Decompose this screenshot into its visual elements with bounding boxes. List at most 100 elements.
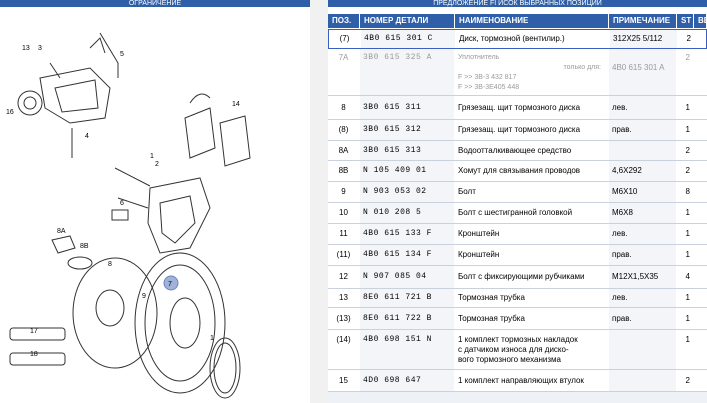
cell-pos: 8B bbox=[328, 161, 360, 181]
callout-1: 1 bbox=[150, 153, 154, 160]
cell-part-number: 4B0 615 134 F bbox=[360, 245, 455, 265]
brake-exploded-diagram: 13 3 5 16 4 14 2 1 6 8A 8B 8 9 17 18 1 7 bbox=[6, 32, 251, 399]
cell-part-number: 3B0 615 311 bbox=[360, 96, 455, 119]
right-panel-header: ПРЕДЛОЖЕНИЕ FI ИСОК ВЫБРАННЫХ ПОЗИЦИЙ bbox=[328, 0, 707, 7]
cell-part-number: 3B0 615 313 bbox=[360, 141, 455, 160]
table-footer bbox=[328, 392, 707, 403]
cell-st: 1 bbox=[677, 308, 694, 329]
cell-st: 1 bbox=[677, 245, 694, 265]
cell-note bbox=[609, 141, 677, 160]
selected-callout-marker[interactable] bbox=[163, 275, 179, 291]
cell-part-number: 4D0 698 647 bbox=[360, 370, 455, 391]
table-row[interactable]: 9 N 903 053 02 Болт M6X10 8 bbox=[328, 182, 707, 203]
table-row[interactable]: (8) 3B0 615 312 Грязезащ. щит тормозного… bbox=[328, 120, 707, 141]
col-header-part-number[interactable]: НОМЕР ДЕТАЛИ bbox=[360, 14, 455, 28]
cell-vb bbox=[694, 120, 707, 140]
table-row[interactable]: 10 N 010 208 5 Болт с шестигранной голов… bbox=[328, 203, 707, 224]
cell-st: 4 bbox=[677, 266, 694, 288]
cell-st: 2 bbox=[677, 141, 694, 160]
table-row[interactable]: 13 8E0 611 721 B Тормозная трубка лев. 1 bbox=[328, 289, 707, 308]
cell-pos: (11) bbox=[328, 245, 360, 265]
table-row[interactable]: (14) 4B0 698 151 N 1 комплект тормозных … bbox=[328, 330, 707, 370]
cell-st: 1 bbox=[677, 203, 694, 223]
cell-name: Тормозная трубка bbox=[455, 289, 609, 307]
cell-pos: 15 bbox=[328, 370, 360, 391]
cell-note: лев. bbox=[609, 96, 677, 119]
table-row[interactable]: 8A 3B0 615 313 Водоотталкивающее средств… bbox=[328, 141, 707, 161]
cell-pos: 10 bbox=[328, 203, 360, 223]
cell-name: Тормозная трубка bbox=[455, 308, 609, 329]
left-panel-header: ОГРАНИЧЕНИЕ bbox=[0, 0, 310, 7]
cell-vb bbox=[694, 141, 707, 160]
col-header-vb[interactable]: ВБ bbox=[694, 14, 707, 28]
cell-vb bbox=[694, 245, 707, 265]
callout-3: 3 bbox=[38, 45, 42, 52]
cell-vb bbox=[694, 308, 707, 329]
cell-st: 2 bbox=[677, 49, 694, 95]
callout-8a: 8A bbox=[57, 228, 66, 235]
cell-name: Уплотнитель только для: F >> 3B-3 432 81… bbox=[455, 49, 609, 95]
cell-name: Болт с шестигранной головкой bbox=[455, 203, 609, 223]
cell-part-number: 8E0 611 722 B bbox=[360, 308, 455, 329]
table-row[interactable]: (11) 4B0 615 134 F Кронштейн прав. 1 bbox=[328, 245, 707, 266]
name-line: Уплотнитель bbox=[458, 54, 500, 61]
callout-2: 2 bbox=[155, 161, 159, 168]
callout-16: 16 bbox=[6, 109, 14, 116]
cell-note: M12X1,5X35 bbox=[609, 266, 677, 288]
callout-6: 6 bbox=[120, 200, 124, 207]
cell-name: 1 комплект направляющих втулок bbox=[455, 370, 609, 391]
cell-st: 2 bbox=[678, 30, 695, 48]
cell-part-number: 8E0 611 721 B bbox=[360, 289, 455, 307]
col-header-note[interactable]: ПРИМЕЧАНИЕ bbox=[609, 14, 677, 28]
table-row[interactable]: (7) 4B0 615 301 C Диск, тормозной (венти… bbox=[328, 29, 707, 49]
cell-vb bbox=[694, 330, 707, 369]
table-row[interactable]: 12 N 907 085 04 Болт с фиксирующими рубч… bbox=[328, 266, 707, 289]
cell-vb bbox=[694, 370, 707, 391]
cell-vb bbox=[694, 266, 707, 288]
cell-vb bbox=[694, 203, 707, 223]
name-line: вого тормозного механизма bbox=[458, 355, 561, 364]
cell-pos: (7) bbox=[329, 30, 361, 48]
callout-8b: 8B bbox=[80, 243, 89, 250]
callout-4: 4 bbox=[85, 133, 89, 140]
callout-8: 8 bbox=[108, 261, 112, 268]
cell-part-number: 4B0 698 151 N bbox=[360, 330, 455, 369]
cell-name: Кронштейн bbox=[455, 245, 609, 265]
cell-st: 2 bbox=[677, 161, 694, 181]
cell-st: 1 bbox=[677, 289, 694, 307]
cell-name: Грязезащ. щит тормозного диска bbox=[455, 120, 609, 140]
name-line: F >> 3B-3 432 817 bbox=[458, 74, 517, 81]
cell-st: 1 bbox=[677, 120, 694, 140]
col-header-st[interactable]: ST bbox=[677, 14, 694, 28]
cell-pos: 9 bbox=[328, 182, 360, 202]
cell-name: Хомут для связывания проводов bbox=[455, 161, 609, 181]
cell-name: Водоотталкивающее средство bbox=[455, 141, 609, 160]
callout-14: 14 bbox=[232, 101, 240, 108]
table-row[interactable]: 8B N 105 409 01 Хомут для связывания про… bbox=[328, 161, 707, 182]
cell-st: 2 bbox=[677, 370, 694, 391]
cell-part-number: N 105 409 01 bbox=[360, 161, 455, 181]
table-row[interactable]: 8 3B0 615 311 Грязезащ. щит тормозного д… bbox=[328, 96, 707, 120]
cell-name: 1 комплект тормозных накладок с датчиком… bbox=[455, 330, 609, 369]
callout-5: 5 bbox=[120, 51, 124, 58]
cell-vb bbox=[694, 224, 707, 244]
cell-note: 4,6X292 bbox=[609, 161, 677, 181]
table-row[interactable]: 11 4B0 615 133 F Кронштейн лев. 1 bbox=[328, 224, 707, 245]
name-line: 1 комплект тормозных накладок bbox=[458, 335, 578, 344]
cell-pos: 13 bbox=[328, 289, 360, 307]
table-row[interactable]: (13) 8E0 611 722 B Тормозная трубка прав… bbox=[328, 308, 707, 330]
cell-vb bbox=[694, 289, 707, 307]
table-row[interactable]: 15 4D0 698 647 1 комплект направляющих в… bbox=[328, 370, 707, 392]
cell-name: Болт с фиксирующими рубчиками bbox=[455, 266, 609, 288]
cell-pos: 7A bbox=[328, 49, 360, 95]
cell-part-number: N 907 085 04 bbox=[360, 266, 455, 288]
cell-note: прав. bbox=[609, 245, 677, 265]
table-row[interactable]: 7A 3B0 615 325 A Уплотнитель только для:… bbox=[328, 49, 707, 96]
col-header-name[interactable]: НАИМЕНОВАНИЕ bbox=[455, 14, 609, 28]
cell-st: 1 bbox=[677, 330, 694, 369]
col-header-pos[interactable]: ПОЗ. bbox=[328, 14, 360, 28]
cell-note: M6X10 bbox=[609, 182, 677, 202]
callout-13: 13 bbox=[22, 45, 30, 52]
cell-st: 1 bbox=[677, 96, 694, 119]
diagram-panel: ОГРАНИЧЕНИЕ bbox=[0, 0, 310, 403]
